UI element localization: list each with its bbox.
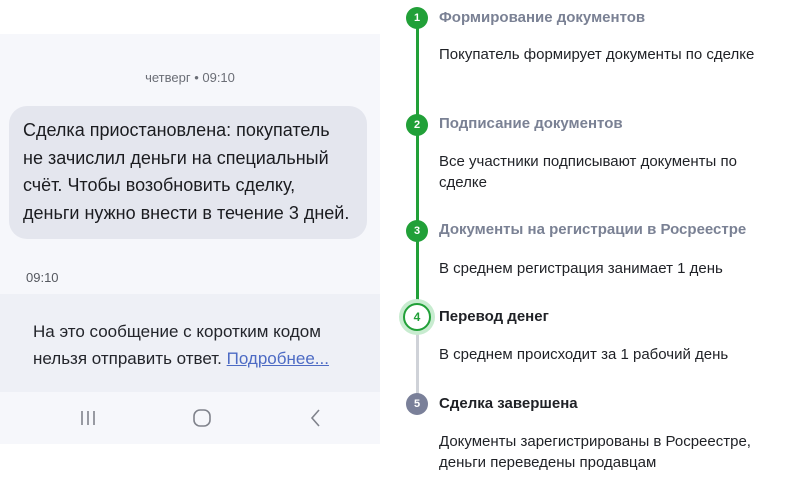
reply-disabled-notice: На это сообщение с коротким кодом нельзя… [0,294,380,392]
step-5-description: Документы зарегистрированы в Росреестре,… [439,433,751,471]
step-3-title: Документы на регистрации в Росреестре [439,221,747,238]
step-4-marker: 4 [403,303,431,331]
back-button[interactable] [301,405,331,431]
home-button[interactable] [187,405,217,431]
step-2-marker: 2 [406,114,428,136]
date-separator: четверг • 09:10 [145,70,235,85]
recent-apps-button[interactable] [73,405,103,431]
bottom-strip [0,444,380,480]
reply-notice-message: На это сообщение с коротким кодом нельзя… [33,322,321,368]
step-3-marker: 3 [406,220,428,242]
message-time: 09:10 [26,270,59,285]
step-2-title: Подписание документов [439,115,623,132]
progress-track-completed [416,18,419,318]
message-bubble[interactable]: Сделка приостановлена: покупатель не зач… [9,106,367,239]
progress-track-pending [416,330,419,404]
step-4-title: Перевод денег [439,308,549,325]
message-thread[interactable]: четверг • 09:10 Сделка приостановлена: п… [0,34,380,294]
deal-progress-stepper: 1 Формирование документов Покупатель фор… [390,0,800,480]
more-info-link[interactable]: Подробнее... [226,349,329,368]
step-5-title: Сделка завершена [439,395,578,412]
step-1-title: Формирование документов [439,9,646,26]
step-5-marker: 5 [406,393,428,415]
home-icon [193,409,211,427]
navigation-bar [0,392,380,444]
step-1-description: Покупатель формирует документы по сделке [439,46,755,63]
sms-screen: четверг • 09:10 Сделка приостановлена: п… [0,0,380,480]
back-icon [310,409,320,427]
step-3-description: В среднем регистрация занимает 1 день [439,260,723,277]
step-2-description: Все участники подписывают документы по с… [439,153,737,191]
recent-apps-icon [81,411,95,425]
reply-notice-text: На это сообщение с коротким кодом нельзя… [33,318,373,372]
top-strip [0,0,380,34]
step-4-description: В среднем происходит за 1 рабочий день [439,346,729,363]
step-1-marker: 1 [406,7,428,29]
